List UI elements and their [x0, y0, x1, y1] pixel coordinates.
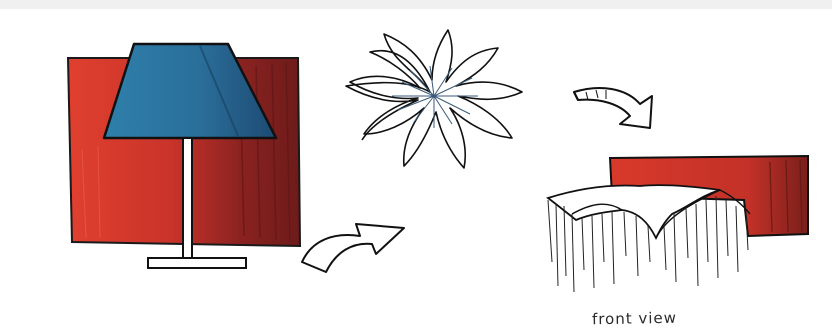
lamp-drawing-icon [68, 44, 300, 268]
lamp-front-view-icon [548, 156, 808, 292]
curved-arrow-icon [302, 224, 404, 272]
curved-arrow-icon [574, 88, 652, 128]
front-view-caption: front view [592, 308, 732, 332]
flower-sketch-icon [346, 30, 522, 168]
